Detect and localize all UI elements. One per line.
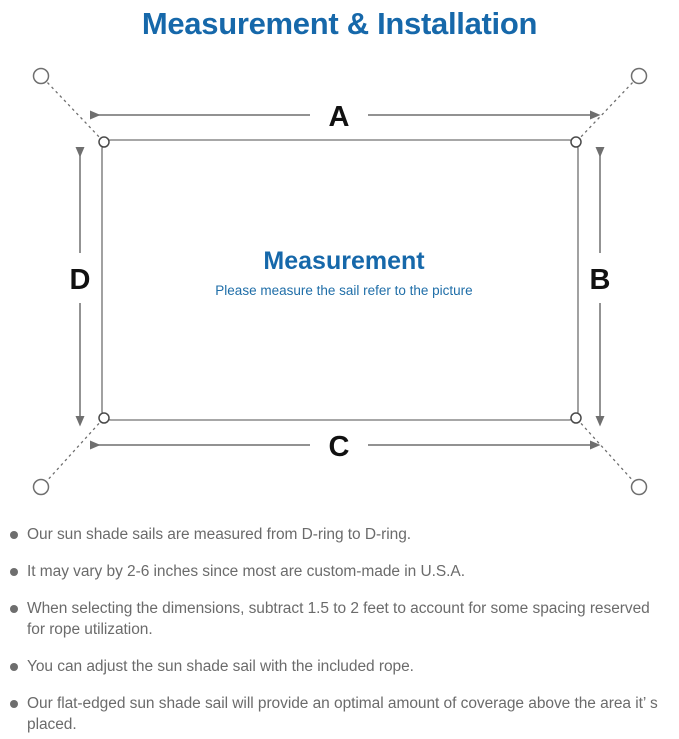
note-text: It may vary by 2-6 inches since most are… (27, 563, 465, 580)
bullet-icon (10, 531, 18, 539)
notes-list: Our sun shade sails are measured from D-… (0, 524, 679, 735)
dimension-label-d: D (70, 264, 91, 296)
sail-center-subtitle: Please measure the sail refer to the pic… (215, 283, 472, 298)
note-text: Our flat-edged sun shade sail will provi… (27, 695, 658, 733)
sail-measurement-diagram: A C D B Measurement Please measure the s… (0, 48, 679, 518)
page-title: Measurement & Installation (141, 6, 538, 41)
anchor-bottom-right (630, 478, 648, 496)
bullet-icon (10, 568, 18, 576)
anchor-top-left (32, 67, 50, 85)
anchor-top-right (630, 67, 648, 85)
list-item: You can adjust the sun shade sail with t… (0, 656, 679, 677)
dimension-label-b: B (590, 264, 611, 296)
list-item: Our sun shade sails are measured from D-… (0, 524, 679, 545)
d-ring-bottom-left (98, 412, 110, 424)
rope-line-bottom-right (576, 418, 636, 484)
bullet-icon (10, 605, 18, 613)
bullet-icon (10, 700, 18, 708)
rope-line-bottom-left (44, 418, 104, 484)
dimension-label-c: C (329, 431, 350, 463)
diagram-svg: A C D B Measurement Please measure the s… (32, 67, 648, 496)
note-text: You can adjust the sun shade sail with t… (27, 658, 414, 675)
anchor-bottom-left (32, 478, 50, 496)
note-text: When selecting the dimensions, subtract … (27, 600, 650, 638)
rope-line-top-right (576, 79, 636, 142)
list-item: It may vary by 2-6 inches since most are… (0, 561, 679, 582)
d-ring-bottom-right (570, 412, 582, 424)
list-item: When selecting the dimensions, subtract … (0, 598, 679, 640)
note-text: Our sun shade sails are measured from D-… (27, 526, 412, 543)
d-ring-top-right (570, 136, 582, 148)
d-ring-top-left (98, 136, 110, 148)
list-item: Our flat-edged sun shade sail will provi… (0, 693, 679, 735)
sail-center-title: Measurement (263, 247, 425, 275)
bullet-icon (10, 663, 18, 671)
sail-body (101, 139, 579, 421)
rope-line-top-left (44, 79, 104, 142)
dimension-label-a: A (329, 101, 350, 133)
